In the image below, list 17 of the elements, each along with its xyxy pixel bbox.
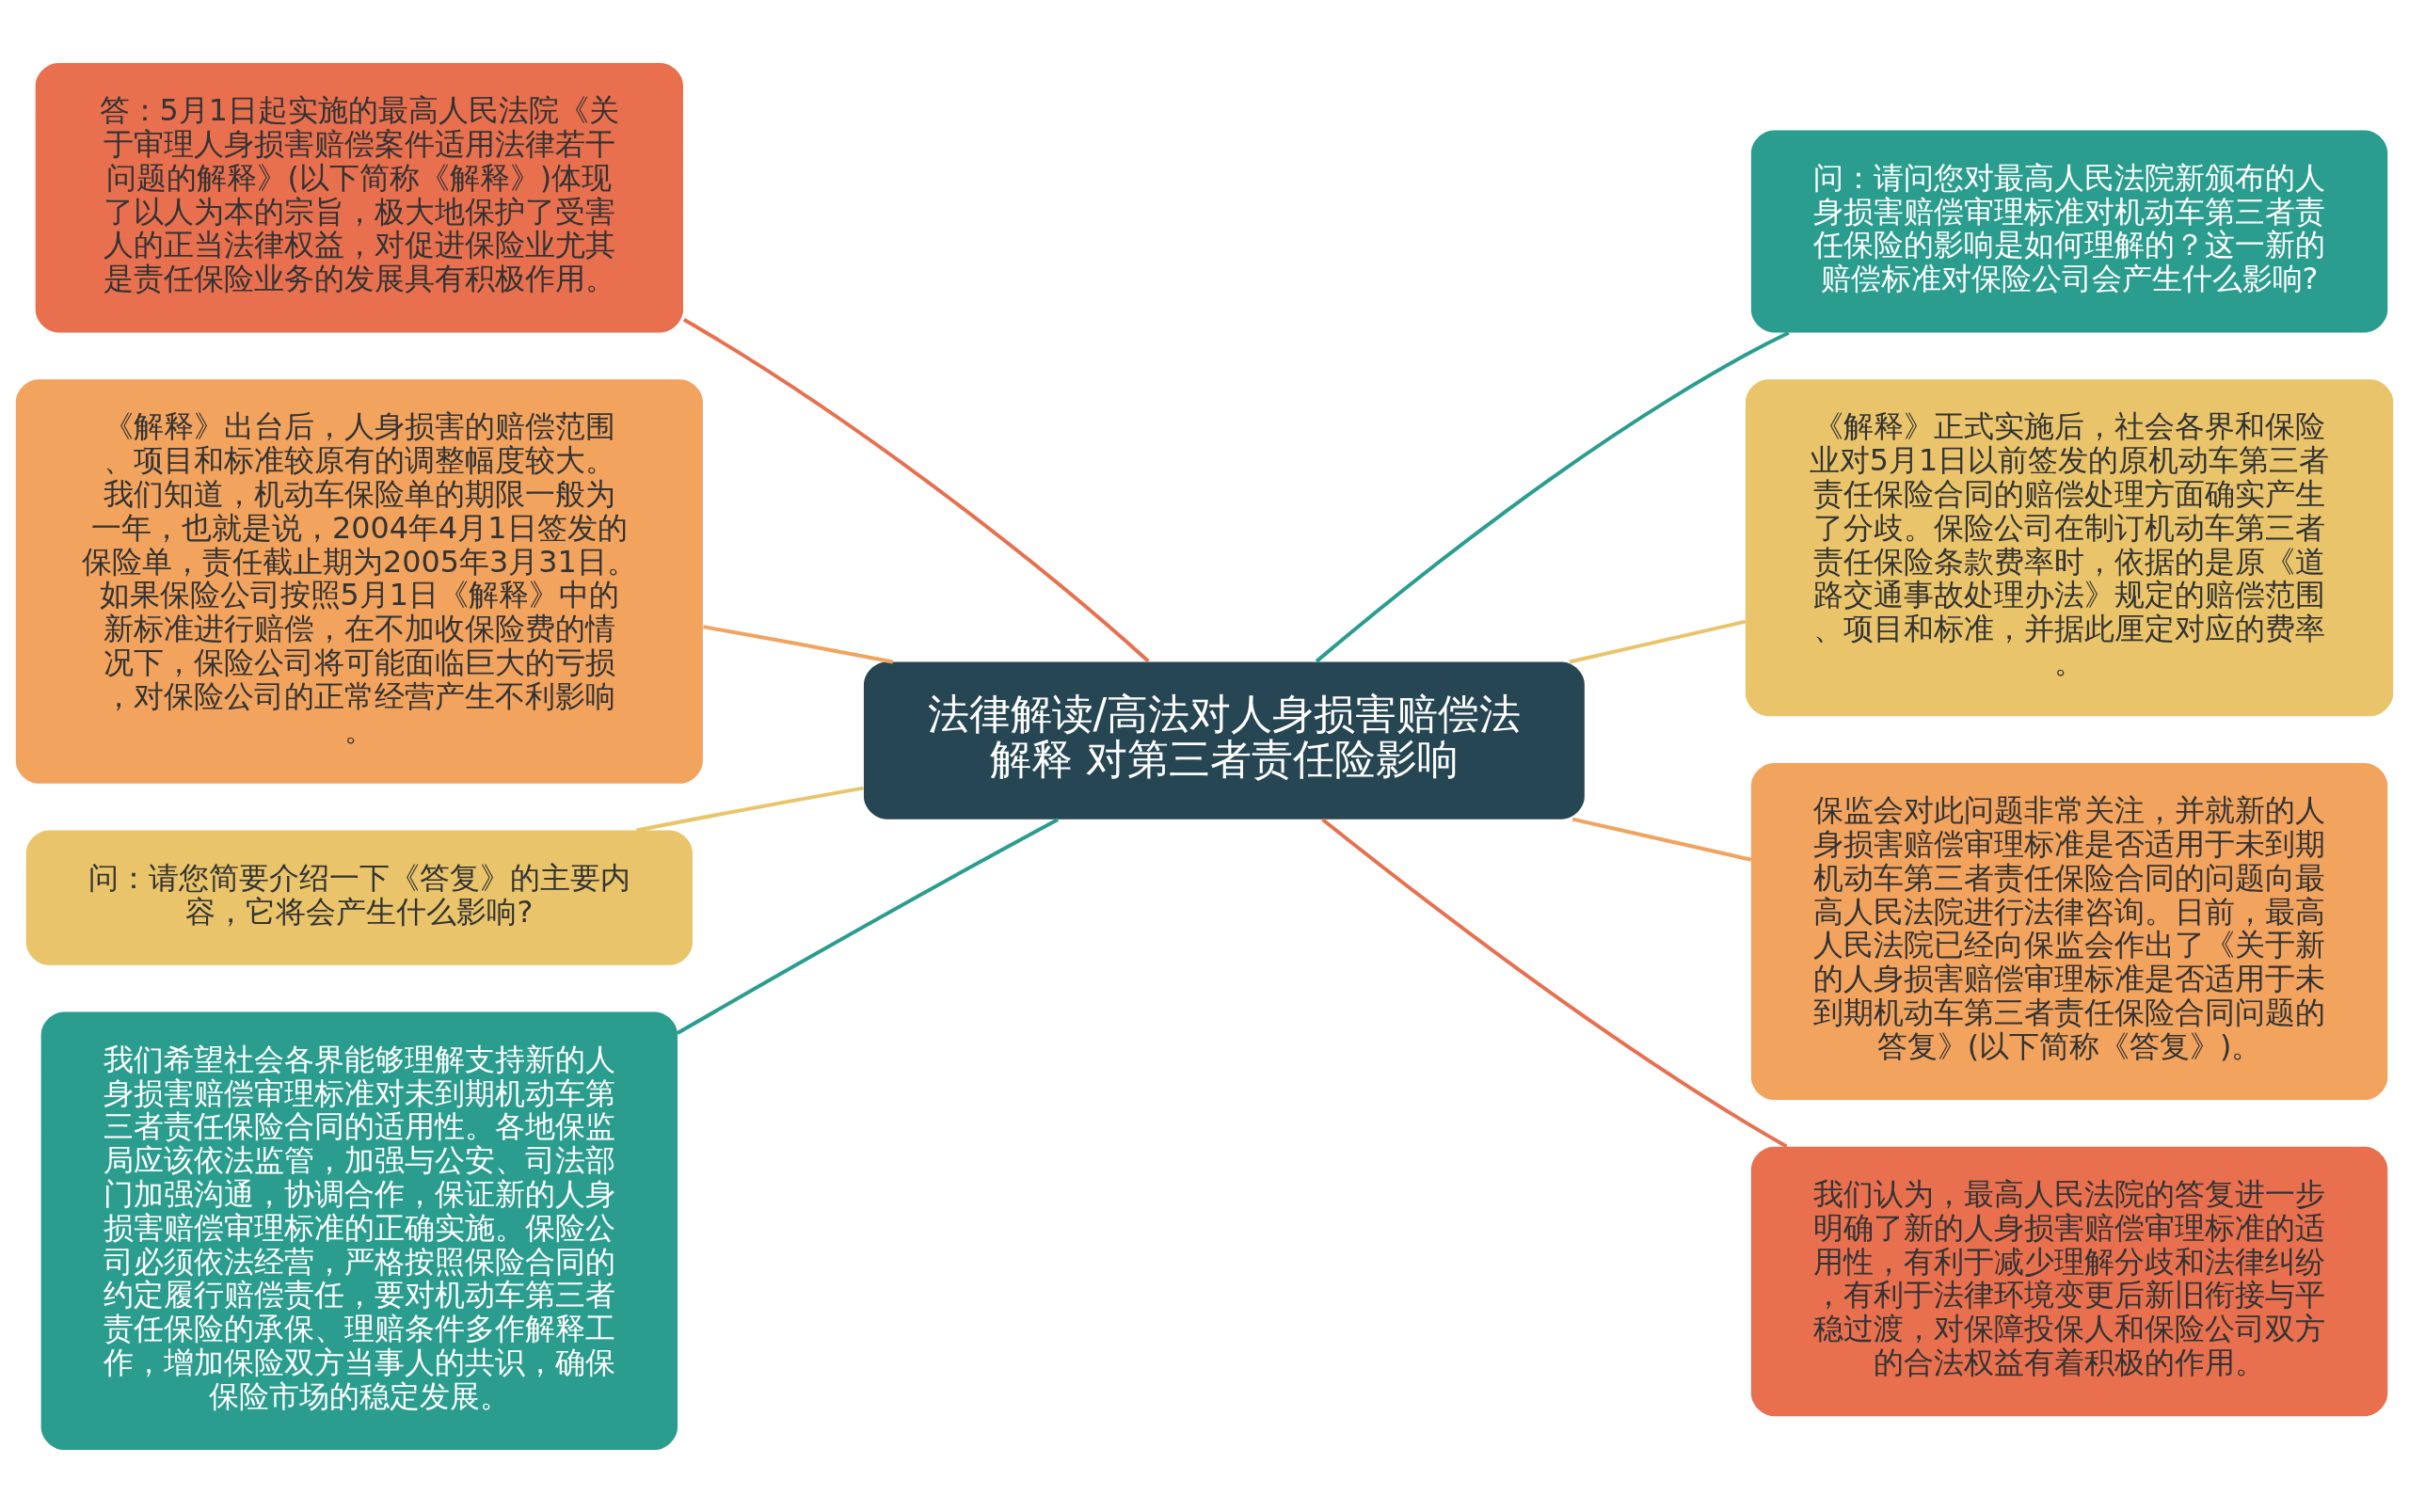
node-box: 《解释》正式实施后，社会各界和保险业对5月1日以前签发的原机动车第三者责任保险合同的赔偿处理方面确实产生了分歧。保险公司在制订机动车第三者责任保险条款费率时，依据的是原《道路交通事故处理办法》规定的赔偿范围、项目和标准，并据此厘定对应的费率。: [1745, 378, 2394, 716]
node-box: 法律解读/高法对人身损害赔偿法解释 对第三者责任险影响: [863, 661, 1585, 820]
node-box: 问：请问您对最高人民法院新颁布的人身损害赔偿审理标准对机动车第三者责任保险的影响是如何理解的？这一新的赔偿标准对保险公司会产生什么影响?: [1750, 130, 2388, 332]
node-box: 我们希望社会各界能够理解支持新的人身损害赔偿审理标准对未到期机动车第三者责任保险合同的适用性。各地保监局应该依法监管，加强与公安、司法部门加强沟通，协调合作，保证新的人身损害赔偿审理标准的正确实施。保险公司必须依法经营，严格按照保险合同的约定履行赔偿责任，要对机动车第三者责任保险的承保、理赔条件多作解释工作，增加保险双方当事人的共识，确保保险市场的稳定发展。: [40, 1011, 678, 1450]
connector: [1569, 619, 1747, 663]
connector: [1315, 330, 1790, 662]
node-box: 保监会对此问题非常关注，并就新的人身损害赔偿审理标准是否适用于未到期机动车第三者责任保险合同的问题向最高人民法院进行法律咨询。日前，最高人民法院已经向保监会作出了《关于新的人身损害赔偿审理标准是否适用于未到期机动车第三者责任保险合同问题的答复》(以下简称《答复》)。: [1750, 762, 2388, 1100]
connector: [703, 624, 894, 663]
node-box: 答：5月1日起实施的最高人民法院《关于审理人身损害赔偿案件适用法律若干问题的解释》(以下简称《解释》)体现了以人为本的宗旨，极大地保护了受害人的正当法律权益，对促进保险业尤其是责任保险业务的发展具有积极作用。: [35, 62, 683, 332]
connector: [636, 786, 864, 832]
connector: [1321, 817, 1788, 1148]
node-box: 问：请您简要介绍一下《答复》的主要内容，它将会产生什么影响?: [25, 830, 693, 965]
node-box: 我们认为，最高人民法院的答复进一步明确了新的人身损害赔偿审理标准的适用性，有利于减少理解分歧和法律纠纷，有利于法律环境变更后新旧衔接与平稳过渡，对保障投保人和保险公司双方的合法权益有着积极的作用。: [1750, 1146, 2388, 1416]
node-box: 《解释》出台后，人身损害的赔偿范围、项目和标准较原有的调整幅度较大。我们知道，机动车保险单的期限一般为一年，也就是说，2004年4月1日签发的保险单，责任截止期为2005年3月31日。如果保险公司按照5月1日《解释》中的新标准进行赔偿，在不加收保险费的情况下，保险公司将可能面临巨大的亏损，对保险公司的正常经营产生不利影响。: [15, 378, 703, 784]
connector: [677, 817, 1060, 1035]
connector: [1571, 817, 1752, 862]
connector: [682, 317, 1150, 662]
